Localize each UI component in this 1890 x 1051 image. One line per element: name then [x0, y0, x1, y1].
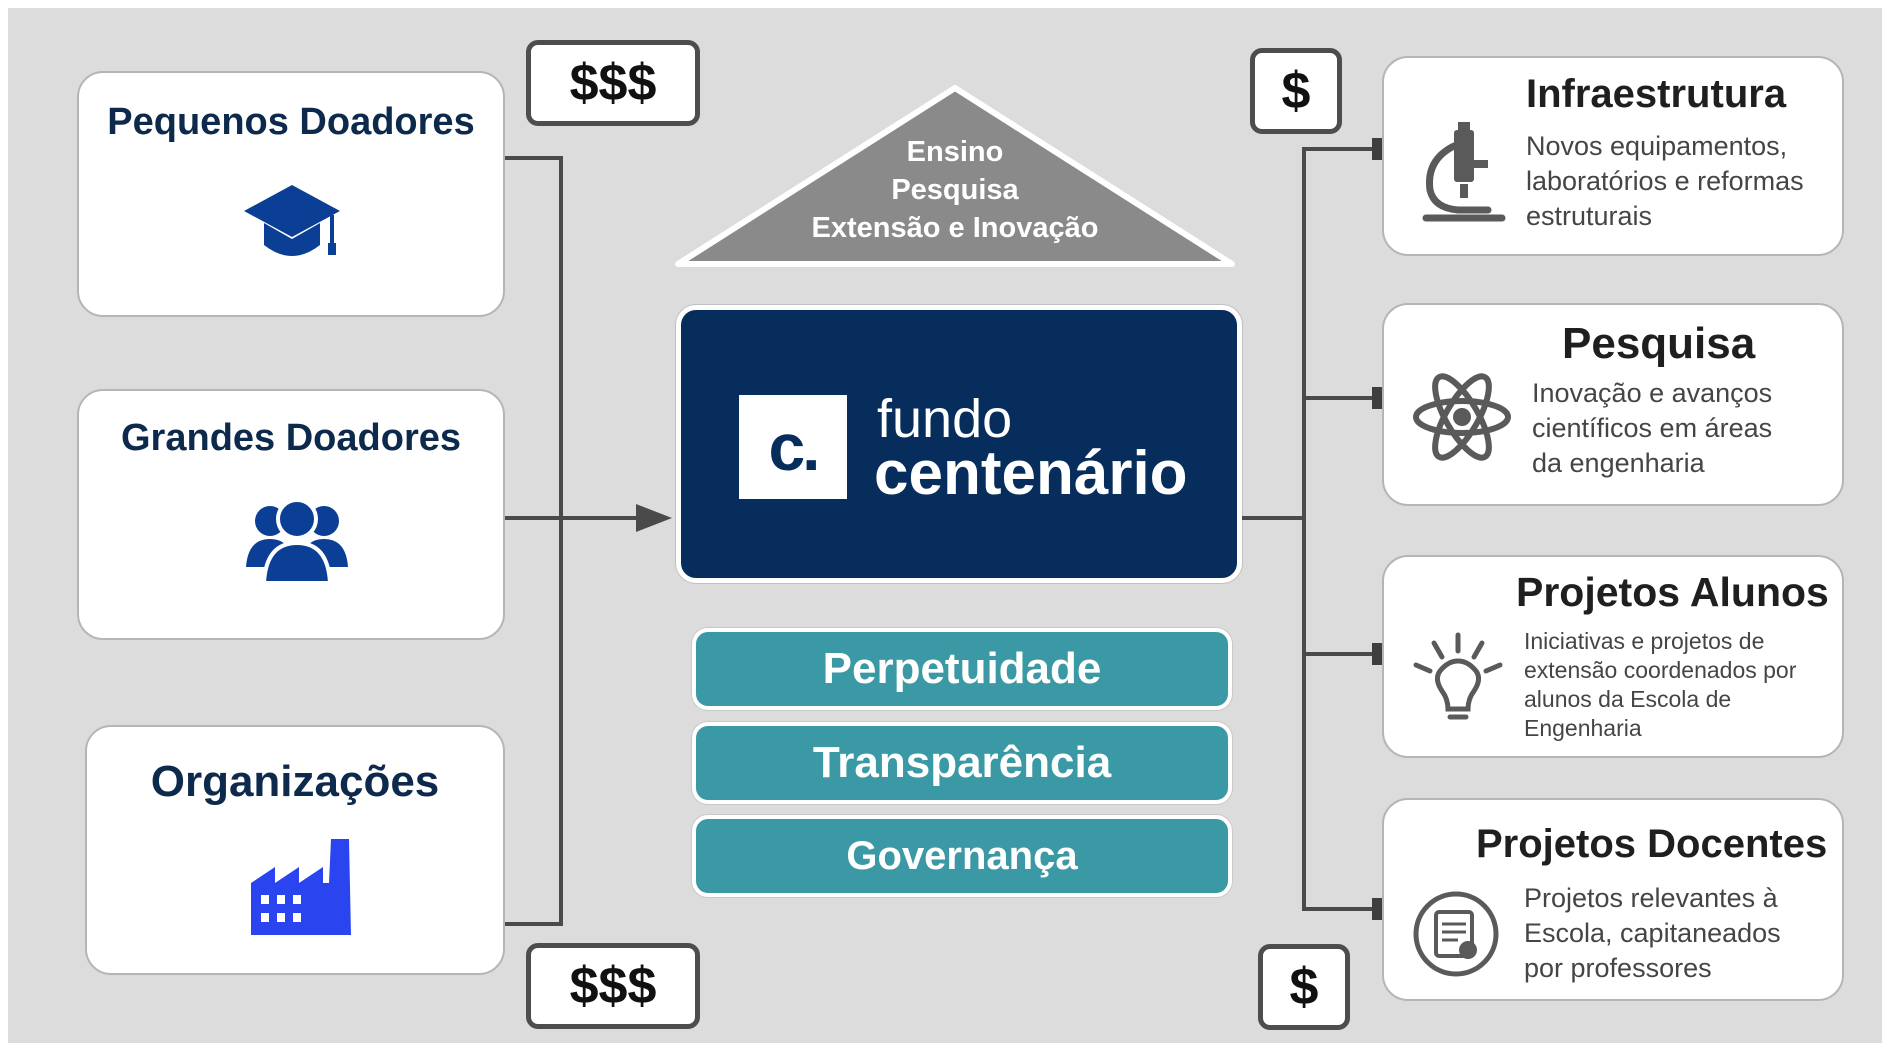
connector	[505, 516, 563, 520]
donor-title: Organizações	[150, 757, 440, 806]
connector	[559, 156, 563, 926]
destination-desc-line: Inovação e avanços	[1532, 378, 1773, 408]
destination-box-projetos-alunos: Projetos Alunos Iniciativas e projetos d…	[1382, 555, 1844, 758]
connector	[559, 516, 639, 520]
atom-icon	[1413, 373, 1511, 461]
destination-desc-line: Iniciativas e projetos de	[1524, 628, 1765, 654]
donor-box-large: Grandes Doadores	[77, 389, 505, 640]
connector	[1302, 147, 1382, 151]
fund-box: c. fundo centenário	[676, 305, 1242, 583]
money-badge-in-bottom: $$$	[526, 943, 700, 1029]
connector	[1302, 652, 1382, 656]
money-badge-in-top: $$$	[526, 40, 700, 126]
fund-logo-letter: c.	[768, 410, 820, 484]
group-icon	[246, 498, 348, 585]
lightbulb-icon	[1413, 632, 1503, 720]
fund-name-line1: fundo	[877, 389, 1013, 449]
destination-desc-line: Novos equipamentos,	[1526, 131, 1788, 161]
destination-desc-line: extensão coordenados por	[1524, 657, 1797, 683]
roof-triangle	[675, 85, 1235, 267]
destination-desc-line: estruturais	[1526, 201, 1653, 231]
destination-desc-line: Escola, capitaneados	[1524, 918, 1781, 948]
graduation-cap-icon	[244, 185, 340, 256]
roof-line-1: Ensino	[906, 136, 1004, 168]
certificate-icon	[1413, 891, 1499, 977]
destination-desc-line: laboratórios e reformas	[1526, 166, 1804, 196]
connector	[1302, 907, 1382, 911]
destination-title: Projetos Docentes	[1476, 822, 1828, 866]
destination-desc-line: científicos em áreas	[1532, 413, 1773, 443]
donor-title: Grandes Doadores	[121, 417, 461, 459]
arrow-right-icon	[636, 504, 672, 532]
connector	[505, 156, 563, 160]
connector	[1302, 147, 1306, 911]
money-badge-out-top: $	[1250, 48, 1342, 134]
connector	[1242, 516, 1304, 520]
fund-logo-square: c.	[739, 395, 847, 499]
roof-line-2: Pesquisa	[891, 174, 1019, 206]
donor-box-organizations: Organizações	[85, 725, 505, 975]
microscope-icon	[1422, 122, 1506, 222]
destination-desc-line: Projetos relevantes à	[1524, 883, 1778, 913]
connector	[505, 922, 563, 926]
destination-title: Pesquisa	[1562, 319, 1756, 368]
destination-desc-line: por professores	[1524, 953, 1712, 983]
roof-line-3: Extensão e Inovação	[811, 212, 1099, 244]
pillar-transparencia: Transparência	[692, 722, 1232, 804]
destination-box-infraestrutura: Infraestrutura Novos equipamentos, labor…	[1382, 56, 1844, 256]
fund-name-line2: centenário	[874, 439, 1188, 508]
destination-title: Projetos Alunos	[1516, 569, 1829, 615]
pillar-governanca: Governança	[692, 815, 1232, 897]
money-badge-out-bottom: $	[1258, 944, 1350, 1030]
pillar-perpetuidade: Perpetuidade	[692, 628, 1232, 710]
destination-desc-line: Engenharia	[1524, 715, 1642, 741]
donor-title: Pequenos Doadores	[107, 101, 475, 143]
destination-box-projetos-docentes: Projetos Docentes Projetos relevantes à …	[1382, 798, 1844, 1001]
destination-desc-line: alunos da Escola de	[1524, 686, 1732, 712]
destination-box-pesquisa: Pesquisa Inovação e avanços científicos …	[1382, 303, 1844, 506]
donor-box-small: Pequenos Doadores	[77, 71, 505, 317]
factory-icon	[251, 839, 351, 935]
connector	[1302, 396, 1382, 400]
destination-desc-line: da engenharia	[1532, 448, 1705, 478]
destination-title: Infraestrutura	[1526, 72, 1787, 116]
